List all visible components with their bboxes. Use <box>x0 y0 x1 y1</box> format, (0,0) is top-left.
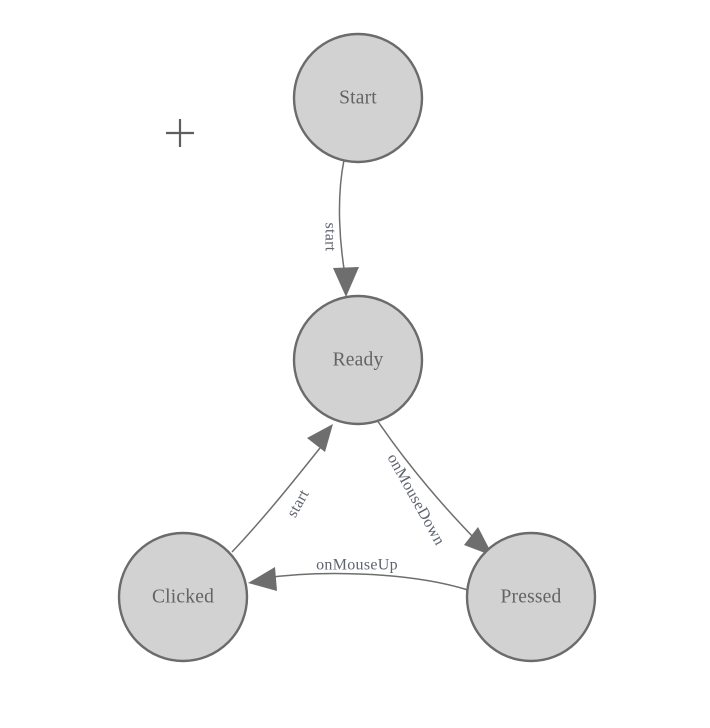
edge-clicked-to-ready[interactable]: start <box>231 424 333 553</box>
state-node-clicked-label: Clicked <box>152 586 214 607</box>
edge-start-to-ready[interactable]: start <box>321 159 359 297</box>
edge-label-start-to-ready: start <box>321 222 338 251</box>
edge-path-start-to-ready <box>338 159 346 276</box>
edge-pressed-to-clicked[interactable]: onMouseUp <box>248 557 469 591</box>
crosshair-icon <box>166 119 194 147</box>
edge-path-ready-to-pressed <box>376 419 482 546</box>
state-node-pressed-circle <box>465 531 597 663</box>
state-node-ready[interactable]: Ready <box>292 294 424 426</box>
arrowhead-pressed-to-clicked <box>248 567 277 591</box>
state-node-pressed-label: Pressed <box>501 586 562 607</box>
arrowhead-ready-to-pressed <box>464 527 493 556</box>
edge-label-pressed-to-clicked: onMouseUp <box>316 557 398 574</box>
state-node-ready-label: Ready <box>333 349 384 370</box>
edge-ready-to-pressed[interactable]: onMouseDown <box>376 419 493 556</box>
state-node-ready-circle <box>292 294 424 426</box>
state-node-clicked-circle <box>117 531 249 663</box>
state-node-start-label: Start <box>339 87 377 108</box>
edge-path-pressed-to-clicked <box>264 572 469 591</box>
state-node-start[interactable]: Start <box>292 32 424 164</box>
edge-label-clicked-to-ready: start <box>284 487 313 521</box>
state-node-start-circle <box>292 32 424 164</box>
state-node-clicked[interactable]: Clicked <box>117 531 249 663</box>
arrowhead-clicked-to-ready <box>307 424 333 452</box>
state-node-pressed[interactable]: Pressed <box>465 531 597 663</box>
arrowhead-start-to-ready <box>333 267 359 297</box>
edge-path-clicked-to-ready <box>231 447 321 553</box>
